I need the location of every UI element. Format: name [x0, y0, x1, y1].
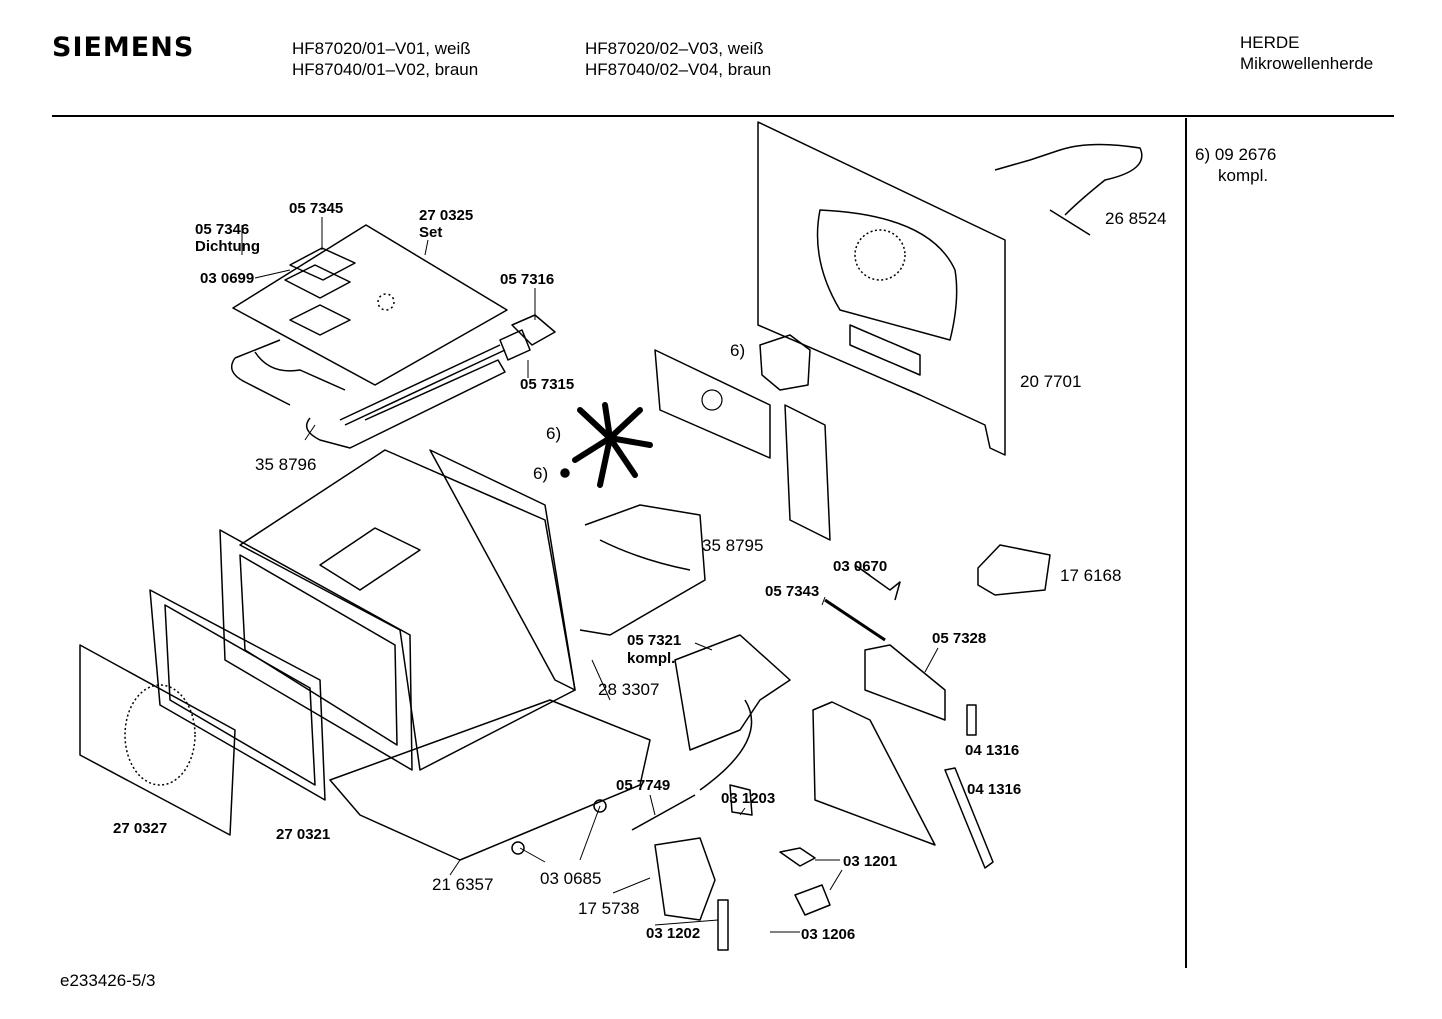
part-label: 05 7345: [289, 200, 344, 217]
part-label: 03 1201: [843, 853, 898, 870]
leader-lines: [241, 217, 939, 933]
part-label: 27 0327: [113, 820, 168, 837]
part-label: 04 1316: [967, 781, 1022, 798]
top-plate: [232, 224, 508, 386]
door-seal: [149, 589, 326, 801]
grill-element: [230, 339, 506, 449]
part-label: 05 7316: [500, 271, 555, 288]
lamp-socket: [794, 884, 831, 916]
model-list-1: HF87020/01–V01, weiß HF87040/01–V02, bra…: [292, 38, 478, 80]
part-note: kompl.: [627, 650, 676, 667]
front-frame: [219, 529, 413, 771]
cable-rod: [631, 699, 753, 831]
model-list-2: HF87020/02–V03, weiß HF87040/02–V04, bra…: [585, 38, 771, 80]
part-note: Set: [419, 224, 443, 241]
part-label: 20 7701: [1020, 372, 1082, 391]
microswitch: [717, 899, 729, 951]
fan: [560, 402, 653, 488]
part-label: 03 1203: [721, 790, 776, 807]
part-label: 27 0325: [419, 207, 474, 224]
side-panel: [812, 701, 936, 846]
door-panel: [79, 644, 236, 836]
side-divider: [1185, 118, 1187, 968]
latch-block: [966, 704, 977, 736]
bottom-plate: [329, 699, 651, 861]
lock-mechanism: [654, 837, 716, 921]
model: HF87020/01–V01, weiß: [292, 39, 471, 58]
siemens-logo: SIEMENS: [52, 32, 195, 63]
part-label: 05 7321: [627, 632, 682, 649]
part-label: 03 1202: [646, 925, 701, 942]
category-title: HERDE: [1240, 33, 1300, 52]
power-cable: [994, 143, 1143, 236]
part-label: 05 7346: [195, 221, 250, 238]
part-label: 05 7343: [765, 583, 820, 600]
footnote-note: kompl.: [1218, 166, 1269, 185]
model: HF87040/01–V02, braun: [292, 60, 479, 79]
part-label: 28 3307: [598, 680, 660, 699]
part-label: 03 0699: [200, 270, 255, 287]
model: HF87020/02–V03, weiß: [585, 39, 764, 58]
part-label: 05 7749: [616, 777, 671, 794]
shield: [784, 404, 831, 541]
part-label: 27 0321: [276, 826, 331, 843]
part-label: 05 7328: [932, 630, 987, 647]
spring: [854, 564, 901, 601]
part-label: 35 8796: [255, 455, 317, 474]
door-lock-assembly: [674, 634, 791, 751]
footnote-ref: 6) 09 2676: [1195, 145, 1277, 164]
footnote-marker: 6): [533, 464, 549, 483]
part-label: 03 1206: [801, 926, 856, 943]
oven-cavity: [239, 449, 576, 771]
latch-strip: [944, 767, 994, 869]
rod: [824, 598, 886, 642]
header-divider: [52, 115, 1394, 117]
part-label: 17 6168: [1060, 566, 1122, 585]
part-label: 21 6357: [432, 875, 494, 894]
rear-element: [579, 504, 706, 636]
model: HF87040/02–V04, braun: [585, 60, 772, 79]
category: HERDE Mikrowellenherde: [1240, 32, 1373, 74]
part-label: 05 7315: [520, 376, 575, 393]
transformer: [977, 544, 1051, 596]
document-id: e233426-5/3: [60, 971, 156, 990]
part-note: Dichtung: [195, 238, 260, 255]
footnote-marker: 6): [546, 424, 562, 443]
motor: [759, 334, 811, 391]
part-label: 26 8524: [1105, 209, 1167, 228]
part-label: 03 0670: [833, 558, 888, 575]
brackets: [499, 314, 556, 361]
back-panel: [757, 121, 1006, 456]
hinge-bracket: [864, 644, 946, 721]
switch: [729, 784, 753, 816]
footnote: 6) 09 2676 kompl.: [1195, 144, 1276, 186]
category-subtitle: Mikrowellenherde: [1240, 54, 1374, 73]
part-label: 35 8795: [702, 536, 764, 555]
foot: [511, 841, 525, 855]
part-label: 04 1316: [965, 742, 1020, 759]
fan-cover: [654, 349, 771, 459]
foot: [593, 799, 607, 813]
lamp-holder: [779, 847, 816, 867]
part-label: 03 0685: [540, 869, 602, 888]
footnote-marker: 6): [730, 341, 746, 360]
part-label: 17 5738: [578, 899, 640, 918]
